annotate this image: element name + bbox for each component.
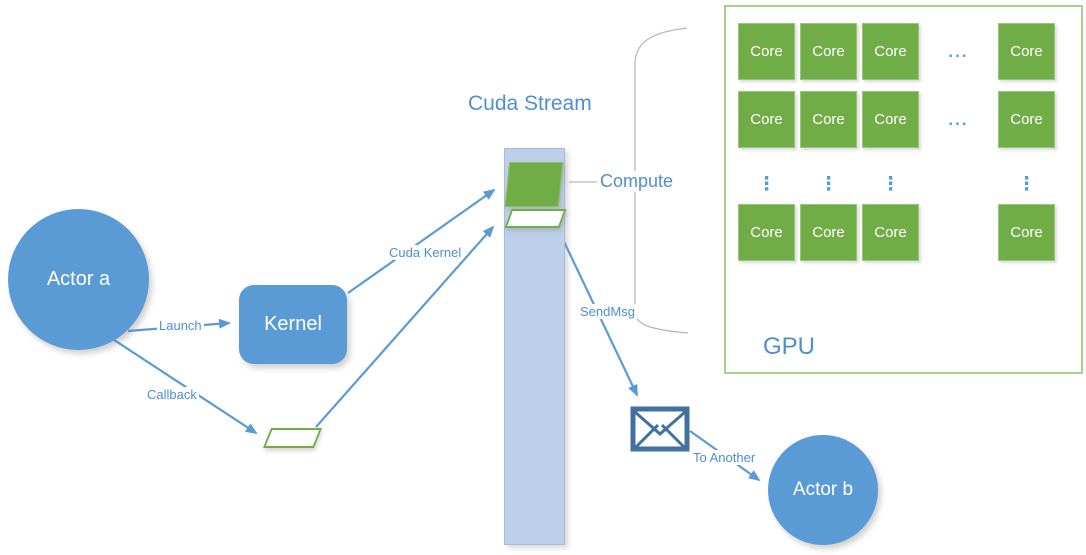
cores-ellipsis-v: ⋮	[757, 173, 776, 195]
gpu-core[interactable]: Core	[862, 23, 919, 80]
compute-task-parallelogram[interactable]	[504, 162, 564, 207]
stream-event-parallelogram[interactable]	[504, 209, 567, 228]
sendmsg-edge-label: SendMsg	[578, 304, 637, 319]
kernel-node[interactable]: Kernel	[239, 285, 347, 364]
gpu-core[interactable]: Core	[998, 204, 1055, 261]
launch-edge-label: Launch	[157, 318, 204, 333]
to-another-edge-label: To Another	[691, 450, 758, 465]
edge-callback	[101, 331, 258, 435]
actor-a-node[interactable]: Actor a	[8, 209, 149, 350]
gpu-label: GPU	[763, 333, 816, 360]
cores-ellipsis-h: ...	[948, 109, 969, 129]
cuda-kernel-edge-label: Cuda Kernel	[387, 245, 464, 260]
envelope-icon	[630, 406, 690, 452]
actor-b-label: Actor b	[792, 479, 854, 500]
kernel-label: Kernel	[264, 313, 322, 335]
cuda-stream-title: Cuda Stream	[468, 92, 592, 115]
cores-ellipsis-v: ⋮	[881, 173, 900, 195]
gpu-core[interactable]: Core	[800, 91, 857, 148]
cuda-stream-bar[interactable]	[504, 148, 565, 545]
gpu-core[interactable]: Core	[800, 204, 857, 261]
compute-label: Compute	[597, 171, 677, 192]
grid-spacer	[924, 204, 993, 261]
actor-b-node[interactable]: Actor b	[768, 435, 878, 545]
cores-ellipsis-v: ⋮	[819, 173, 838, 195]
gpu-core[interactable]: Core	[862, 204, 919, 261]
gpu-core-row: ⋮ ⋮ ⋮ ⋮	[738, 163, 1060, 205]
gpu-core[interactable]: Core	[738, 91, 795, 148]
cores-ellipsis-h: ...	[948, 41, 969, 61]
gpu-core[interactable]: Core	[998, 23, 1055, 80]
gpu-core[interactable]: Core	[800, 23, 857, 80]
callback-edge-label: Callback	[145, 387, 199, 402]
gpu-core[interactable]: Core	[738, 23, 795, 80]
cores-ellipsis-v: ⋮	[1017, 173, 1036, 195]
message-node[interactable]	[630, 406, 690, 452]
callback-parallelogram[interactable]	[262, 428, 323, 448]
gpu-core[interactable]: Core	[862, 91, 919, 148]
gpu-core[interactable]: Core	[738, 204, 795, 261]
gpu-core[interactable]: Core	[998, 91, 1055, 148]
edge-cuda-kernel	[347, 188, 496, 294]
actor-a-label: Actor a	[46, 268, 111, 290]
